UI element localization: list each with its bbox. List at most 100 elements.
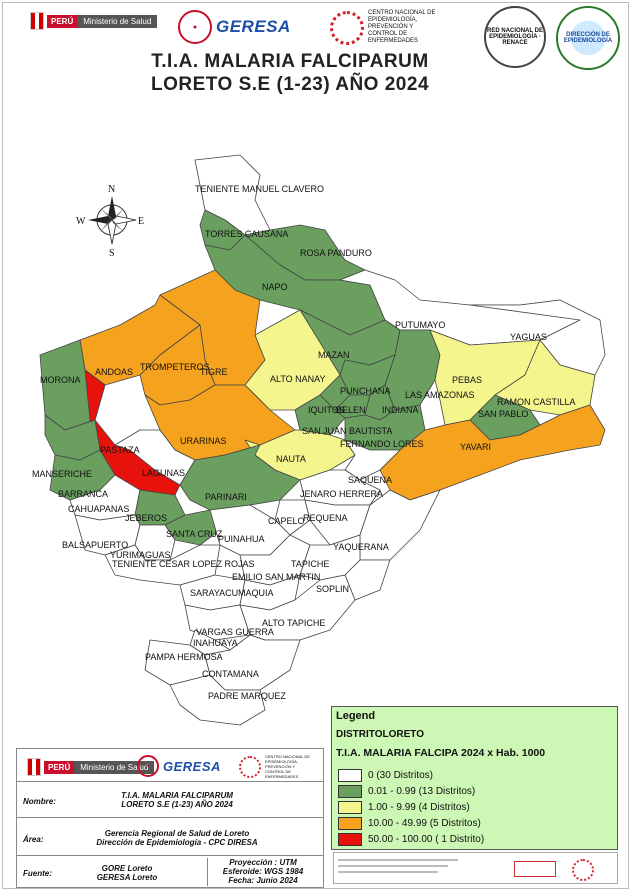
district-label: NAUTA	[276, 454, 306, 464]
nombre-value-1: T.I.A. MALARIA FALCIPARUM	[121, 791, 233, 800]
district-label: ANDOAS	[95, 367, 133, 377]
compass-rose-icon: N S E W	[76, 184, 144, 259]
info-fuente-row: Fuente: GORE Loreto GERESA Loreto Proyec…	[17, 855, 323, 887]
header-logos: PERÚ Ministerio de Salud ● GERESA CENTRO…	[0, 0, 633, 70]
legend-swatch	[338, 817, 362, 830]
legend-label: 10.00 - 49.99 (5 Distritos)	[368, 818, 481, 829]
map-legend: Legend DISTRITOLORETO T.I.A. MALARIA FAL…	[331, 706, 618, 850]
peru-tag: PERÚ	[47, 14, 78, 28]
district-label: IQUITOS	[308, 405, 345, 415]
geresa-wordmark: GERESA	[216, 17, 291, 36]
district-label: TIGRE	[200, 367, 228, 377]
nombre-value: T.I.A. MALARIA FALCIPARUM LORETO S.E (1-…	[77, 791, 277, 809]
district-label: TAPICHE	[291, 559, 329, 569]
projection-3: Fecha: Junio 2024	[228, 876, 298, 885]
legend-item: 0 (30 Distritos)	[338, 769, 433, 782]
footer-line-icon	[338, 859, 458, 861]
district-label: SAN PABLO	[478, 409, 528, 419]
info-ministerio-logo: PERÚ Ministerio de Salud	[27, 758, 155, 776]
district-label: SANTA CRUZ	[166, 529, 223, 539]
fuente-value: GORE Loreto GERESA Loreto	[77, 864, 177, 882]
legend-layer: DISTRITOLORETO	[336, 729, 424, 740]
diresa-text: DIRECCIÓN DE EPIDEMIOLOGÍA	[563, 32, 613, 44]
district-label: VARGAS GUERRA	[196, 627, 274, 637]
district-region	[274, 499, 311, 536]
compass-e: E	[138, 216, 144, 227]
district-label: RAMON CASTILLA	[497, 397, 576, 407]
compass-n: N	[108, 184, 115, 195]
district-label: MANSERICHE	[32, 469, 92, 479]
area-value: Gerencia Regional de Salud de Loreto Dir…	[77, 829, 277, 847]
footer-logo-icon	[514, 861, 556, 877]
fuente-value-1: GORE Loreto	[101, 864, 153, 873]
legend-label: 0 (30 Distritos)	[368, 770, 434, 781]
peru-tag: PERÚ	[44, 760, 75, 774]
district-label: ROSA PANDURO	[300, 248, 372, 258]
district-label: REQUENA	[303, 513, 348, 523]
district-label: JENARO HERRERA	[300, 489, 383, 499]
district-label: BALSAPUERTO	[62, 540, 128, 550]
area-key: Área:	[23, 835, 44, 844]
district-label: CAHUAPANAS	[68, 504, 129, 514]
district-label: PUNCHANA	[340, 386, 391, 396]
fuente-key: Fuente:	[23, 869, 52, 878]
district-label: LAGUNAS	[142, 468, 185, 478]
district-label: ALTO TAPICHE	[262, 618, 325, 628]
district-label: MORONA	[40, 375, 81, 385]
legend-item: 1.00 - 9.99 (4 Distritos)	[338, 801, 470, 814]
renace-text: RED NACIONAL DE EPIDEMIOLOGÍA · RENACE	[487, 28, 543, 46]
district-label: PEBAS	[452, 375, 482, 385]
peru-flag-icon	[30, 12, 44, 30]
district-label: TENIENTE MANUEL CLAVERO	[195, 184, 324, 194]
area-value-2: Dirección de Epidemiología - CPC DIRESA	[96, 838, 258, 847]
cdc-seal-icon	[330, 10, 364, 45]
district-label: MAZAN	[318, 350, 350, 360]
district-label: SARAYACU	[190, 588, 238, 598]
district-label: FERNANDO LORES	[340, 439, 424, 449]
district-region	[344, 439, 401, 481]
legend-label: 50.00 - 100.00 ( 1 Distrito)	[368, 834, 485, 845]
district-label: INAHUAYA	[193, 638, 238, 648]
cdc-logo: CENTRO NACIONAL DE EPIDEMIOLOGÍA, PREVEN…	[330, 10, 438, 45]
district-label: YAGUAS	[510, 332, 547, 342]
district-label: SAN JUAN BAUTISTA	[302, 426, 392, 436]
legend-label: 0.01 - 0.99 (13 Distritos)	[368, 786, 476, 797]
nombre-value-2: LORETO S.E (1-23) AÑO 2024	[121, 800, 233, 809]
district-label: TORRES CAUSANA	[205, 229, 288, 239]
map-title: T.I.A. MALARIA FALCIPARUM LORETO S.E (1-…	[100, 50, 480, 96]
geresa-wordmark: GERESA	[163, 758, 221, 774]
district-label: ALTO NANAY	[270, 374, 326, 384]
district-label: EMILIO SAN MARTIN	[232, 572, 320, 582]
compass-s: S	[109, 248, 115, 259]
info-cdc-logo: CENTRO NACIONAL DE EPIDEMIOLOGÍA, PREVEN…	[239, 754, 315, 779]
district-label: LAS AMAZONAS	[405, 390, 475, 400]
district-label: URARINAS	[180, 436, 227, 446]
district-region	[179, 444, 301, 511]
district-label: BELEN	[336, 405, 366, 415]
district-label: TROMPETEROS	[140, 362, 210, 372]
district-label: JEBEROS	[125, 513, 167, 523]
district-label: YAQUERANA	[333, 542, 389, 552]
footer-seal-icon	[572, 859, 594, 881]
projection-value: Proyección : UTM Esferoide: WGS 1984 Fec…	[207, 858, 318, 886]
geresa-logo: ● GERESA	[178, 10, 291, 44]
info-geresa-logo: ● GERESA	[137, 755, 221, 777]
legend-swatch	[338, 801, 362, 814]
ministerio-text: Ministerio de Salud	[77, 14, 158, 28]
footer-line-icon	[338, 865, 448, 867]
projection-2: Esferoide: WGS 1984	[222, 867, 304, 876]
legend-swatch	[338, 769, 362, 782]
fuente-value-2: GERESA Loreto	[96, 873, 158, 882]
district-region	[239, 574, 356, 641]
district-label: PASTAZA	[100, 445, 140, 455]
info-nombre-row: Nombre: T.I.A. MALARIA FALCIPARUM LORETO…	[17, 781, 323, 818]
legend-swatch	[338, 833, 362, 846]
info-logos: PERÚ Ministerio de Salud ● GERESA CENTRO…	[17, 749, 323, 782]
footer-strip	[333, 852, 618, 884]
district-region	[169, 674, 266, 726]
info-area-row: Área: Gerencia Regional de Salud de Lore…	[17, 817, 323, 856]
district-label: BARRANCA	[58, 489, 108, 499]
district-label: PAMPA HERMOSA	[145, 652, 223, 662]
ministerio-logo: PERÚ Ministerio de Salud	[30, 12, 158, 30]
district-region	[494, 339, 596, 416]
